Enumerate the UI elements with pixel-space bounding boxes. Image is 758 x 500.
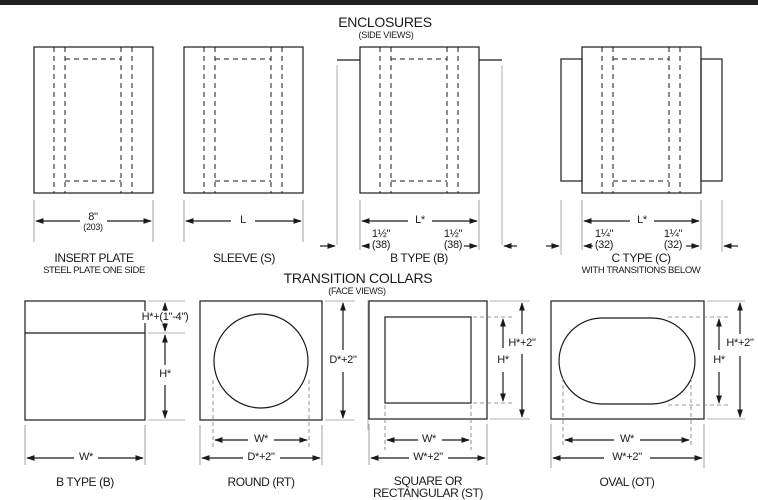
c-type-sublabel: WITH TRANSITIONS BELOW [581, 265, 701, 276]
b-collar-dim-top: H*+(1"-4") [141, 311, 189, 323]
b-collar-dim-width: W* [76, 451, 96, 463]
round-collar-dim-height: D*+2" [327, 354, 359, 366]
enclosures-title: ENCLOSURES [338, 14, 432, 30]
b-type-dim-left: 1½" (38) [369, 228, 393, 251]
b-collar-dim-height: H* [157, 368, 173, 380]
dim-value: 1¼" [663, 228, 683, 240]
round-collar-dim-outer: D*+2" [245, 451, 277, 463]
b-collar-label: B TYPE (B) [56, 475, 114, 489]
dim-value-mm: (38) [371, 239, 391, 251]
insert-plate-label: INSERT PLATE [54, 251, 134, 265]
b-type-label: B TYPE (B) [390, 251, 448, 265]
c-type-dim: L* [635, 214, 649, 226]
b-type-dim: L* [413, 214, 427, 226]
square-collar-dim-inner: W* [419, 433, 439, 445]
dim-value-mm: (32) [594, 239, 614, 251]
dim-value: 1½" [443, 228, 463, 240]
square-collar-label-2: RECTANGULAR (ST) [372, 486, 484, 500]
oval-collar-dim-outer-h: H*+2" [724, 337, 756, 349]
round-collar-label: ROUND (RT) [227, 475, 295, 489]
c-type-dim-right: 1¼" (32) [661, 228, 685, 251]
collar-round-drawing [199, 300, 369, 465]
oval-collar-dim-outer: W*+2" [610, 451, 644, 463]
square-collar-dim-outer-h: H*+2" [506, 337, 538, 349]
b-type-dim-right: 1½" (38) [441, 228, 465, 251]
square-collar-dim-outer: W*+2" [411, 451, 445, 463]
enclosure-sleeve-drawing [183, 46, 304, 242]
dim-value: 8" [88, 211, 98, 223]
collars-subtitle: (FACE VIEWS) [328, 286, 386, 296]
collar-b-type-drawing [24, 300, 201, 465]
collar-oval-drawing [550, 300, 745, 468]
c-type-label: C TYPE (C) [611, 251, 671, 265]
enclosure-insert-plate-drawing [33, 46, 154, 242]
enclosure-c-type-drawing [546, 46, 738, 255]
c-type-dim-left: 1¼" (32) [592, 228, 616, 251]
dim-value: 1¼" [594, 228, 614, 240]
dim-value-mm: (38) [443, 239, 463, 251]
oval-collar-dim-inner-h: H* [711, 354, 727, 366]
dim-value: 1½" [371, 228, 391, 240]
sleeve-label: SLEEVE (S) [212, 251, 276, 265]
insert-plate-sublabel: STEEL PLATE ONE SIDE [43, 265, 145, 276]
collars-title: TRANSITION COLLARS [283, 270, 433, 286]
round-collar-dim-inner: W* [251, 433, 271, 445]
dim-value-mm: (32) [663, 239, 683, 251]
dim-value-mm: (203) [83, 222, 103, 232]
square-collar-dim-inner-h: H* [495, 354, 511, 366]
oval-collar-dim-inner: W* [617, 433, 637, 445]
insert-plate-dim: 8" (203) [81, 212, 105, 232]
oval-collar-label: OVAL (OT) [599, 475, 655, 489]
enclosures-subtitle: (SIDE VIEWS) [358, 30, 414, 40]
sleeve-dim: L [238, 214, 248, 226]
header-bar [0, 0, 758, 5]
collar-square-drawing [368, 300, 530, 465]
square-collar-label: SQUARE OR [393, 474, 463, 488]
enclosure-b-type-drawing [320, 46, 517, 250]
